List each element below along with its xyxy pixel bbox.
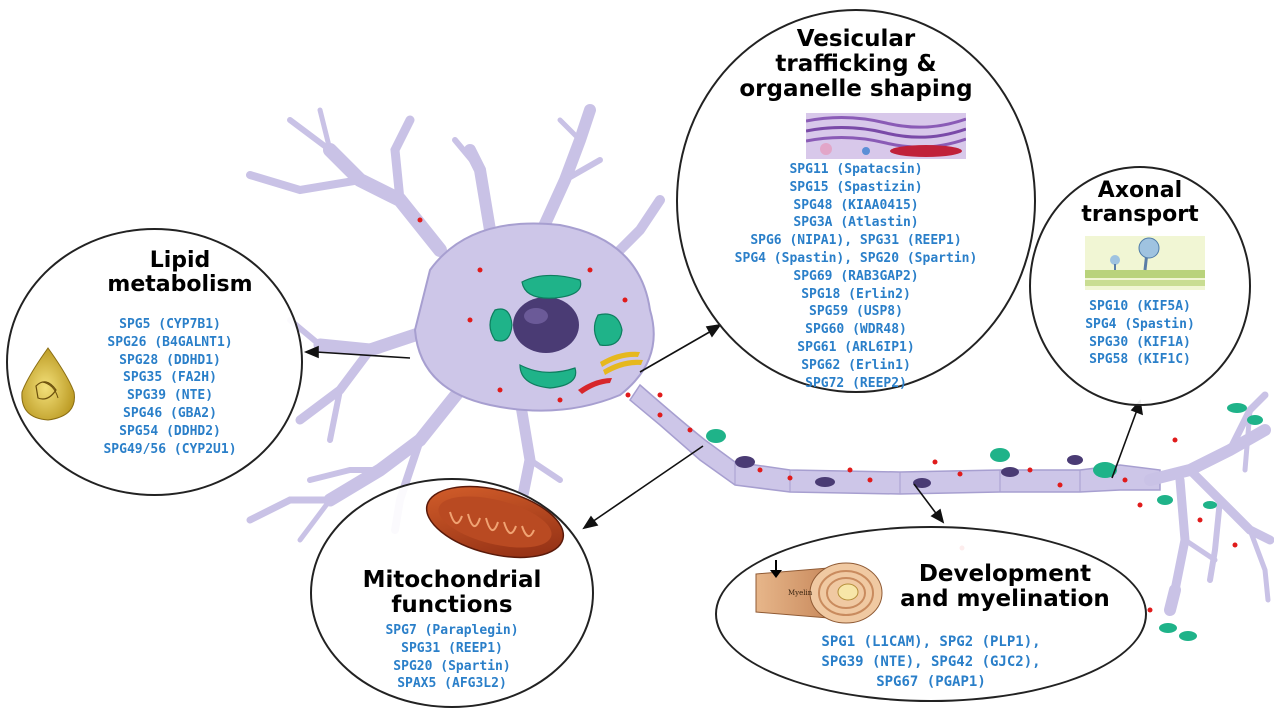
gene-item: SPG1 (L1CAM), SPG2 (PLP1), (735, 632, 1127, 652)
gene-item: SPG60 (WDR48) (686, 321, 1026, 339)
gene-item: SPG26 (B4GALNT1) (60, 334, 280, 352)
gene-item: SPG46 (GBA2) (60, 405, 280, 423)
endoplasmic-reticulum-icon (806, 113, 966, 159)
development-myelination-title: Development and myelination (880, 562, 1130, 612)
vesicular-title-line-1: Vesicular (686, 27, 1026, 52)
myelin-image-label: Myelin (788, 589, 813, 597)
lipid-metabolism-title: Lipid metabolism (70, 249, 290, 297)
gene-item: SPG39 (NTE), SPG42 (GJC2), (735, 652, 1127, 672)
gene-item: SPG67 (PGAP1) (735, 672, 1127, 692)
mitochondrial-gene-list: SPG7 (Paraplegin) SPG31 (REEP1) SPG20 (S… (340, 622, 564, 693)
gene-item: SPG35 (FA2H) (60, 369, 280, 387)
axonal-gene-list: SPG10 (KIF5A) SPG4 (Spastin) SPG30 (KIF1… (1040, 298, 1240, 369)
cell-body (415, 223, 654, 410)
vesicular-trafficking-title: Vesicular trafficking & organelle shapin… (686, 27, 1026, 101)
gene-item: SPG54 (DDHD2) (60, 423, 280, 441)
gene-item: SPAX5 (AFG3L2) (340, 675, 564, 693)
nucleus (513, 297, 579, 353)
gene-item: SPG39 (NTE) (60, 387, 280, 405)
gene-item: SPG10 (KIF5A) (1040, 298, 1240, 316)
vesicular-gene-list: SPG11 (Spatacsin) SPG15 (Spastizin) SPG4… (686, 161, 1026, 392)
axon (630, 385, 1160, 494)
lipid-title-line-1: Lipid (70, 249, 290, 273)
vesicular-title-line-3: organelle shaping (686, 77, 1026, 102)
gene-item: SPG20 (Spartin) (340, 658, 564, 676)
lipid-gene-list: SPG5 (CYP7B1) SPG26 (B4GALNT1) SPG28 (DD… (60, 316, 280, 458)
gene-item: SPG5 (CYP7B1) (60, 316, 280, 334)
gene-item: SPG4 (Spastin), SPG20 (Spartin) (686, 250, 1026, 268)
gene-item: SPG49/56 (CYP2U1) (60, 441, 280, 459)
lipid-title-line-2: metabolism (70, 273, 290, 297)
vesicular-title-line-2: trafficking & (686, 52, 1026, 77)
gene-item: SPG48 (KIAA0415) (686, 197, 1026, 215)
myelin-title-line-2: and myelination (880, 587, 1130, 612)
gene-item: SPG7 (Paraplegin) (340, 622, 564, 640)
gene-item: SPG15 (Spastizin) (686, 179, 1026, 197)
microtubule-kinesin-icon (1085, 236, 1205, 290)
gene-item: SPG30 (KIF1A) (1040, 334, 1240, 352)
myelin-sheath-icon: Myelin (748, 556, 888, 626)
myelin-title-line-1: Development (880, 562, 1130, 587)
axonal-title-line-1: Axonal (1040, 179, 1240, 203)
gene-item: SPG18 (Erlin2) (686, 286, 1026, 304)
axonal-transport-title: Axonal transport (1040, 179, 1240, 227)
mito-title-line-1: Mitochondrial (320, 568, 584, 593)
mitochondrial-functions-title: Mitochondrial functions (320, 568, 584, 618)
axonal-title-line-2: transport (1040, 203, 1240, 227)
gene-item: SPG3A (Atlastin) (686, 214, 1026, 232)
gene-item: SPG6 (NIPA1), SPG31 (REEP1) (686, 232, 1026, 250)
gene-item: SPG69 (RAB3GAP2) (686, 268, 1026, 286)
gene-item: SPG31 (REEP1) (340, 640, 564, 658)
gene-item: SPG11 (Spatacsin) (686, 161, 1026, 179)
gene-item: SPG4 (Spastin) (1040, 316, 1240, 334)
gene-item: SPG61 (ARL6IP1) (686, 339, 1026, 357)
gene-item: SPG28 (DDHD1) (60, 352, 280, 370)
gene-item: SPG62 (Erlin1) (686, 357, 1026, 375)
mitochondrion-icon (420, 482, 570, 560)
mito-title-line-2: functions (320, 593, 584, 618)
gene-item: SPG72 (REEP2) (686, 375, 1026, 393)
gene-item: SPG59 (USP8) (686, 303, 1026, 321)
gene-item: SPG58 (KIF1C) (1040, 351, 1240, 369)
myelination-gene-list: SPG1 (L1CAM), SPG2 (PLP1), SPG39 (NTE), … (735, 632, 1127, 692)
